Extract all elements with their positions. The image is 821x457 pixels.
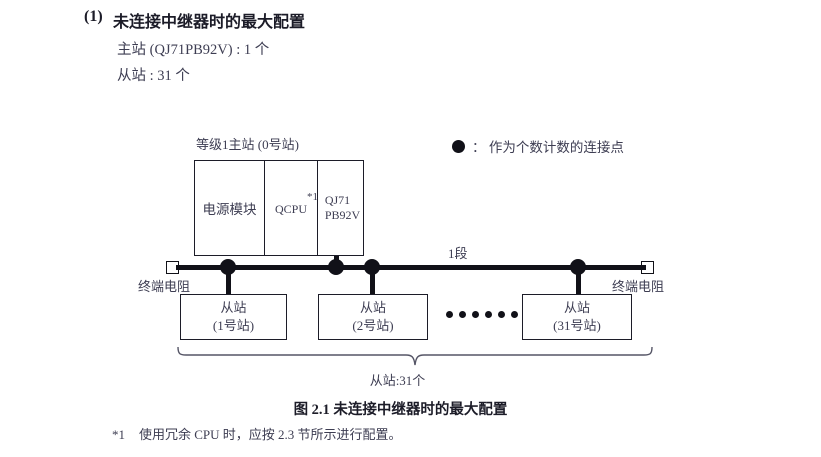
slave-station-number: (2号站) (352, 318, 394, 333)
power-module-label: 电源模块 (202, 202, 257, 217)
ellipsis-dot (485, 311, 492, 318)
master-station-rack: 电源模块 QCPU *1 QJ71 PB92V (194, 160, 364, 256)
ellipsis-dot (459, 311, 466, 318)
master-module-label-line2: PB92V (324, 208, 361, 222)
footnote-mark: *1 (112, 427, 125, 442)
master-network-module-cell: QJ71 PB92V (318, 161, 363, 255)
slave-range-brace (170, 346, 660, 373)
figure-caption: 图 2.1 未连接中继器时的最大配置 (293, 402, 508, 418)
bus-line (176, 265, 646, 270)
terminator-right-label: 终端电阻 (612, 279, 665, 294)
footnote: *1 使用冗余 CPU 时，应按 2.3 节所示进行配置。 (112, 424, 402, 443)
brace-label: 从站:31个 (369, 373, 426, 388)
master-module-label-line1: QJ71 (324, 193, 351, 207)
spec-master-count: 主站 (QJ71PB92V) : 1 个 (117, 42, 270, 58)
slave-station-box: 从站 (31号站) (522, 294, 632, 340)
legend: ： 作为个数计数的连接点 (452, 136, 624, 156)
slave-station-number: (31号站) (553, 318, 601, 333)
slave-drop-line (370, 267, 375, 294)
cpu-module-cell: QCPU *1 (265, 161, 318, 255)
terminator-left-label: 终端电阻 (138, 279, 191, 294)
spec-slave-count: 从站 : 31 个 (117, 68, 190, 84)
footnote-text: 使用冗余 CPU 时，应按 2.3 节所示进行配置。 (139, 427, 402, 442)
slave-drop-line (576, 267, 581, 294)
master-station-label: 等级1主站 (0号站) (196, 137, 299, 152)
slave-station-box: 从站 (1号站) (180, 294, 287, 340)
ellipsis-dot (498, 311, 505, 318)
connection-point-dot (328, 259, 344, 275)
filled-circle-icon (452, 139, 465, 153)
slave-station-name: 从站 (563, 300, 590, 316)
footnote-reference: *1 (307, 190, 318, 203)
slave-station-number: (1号站) (212, 318, 255, 333)
power-module-cell: 电源模块 (195, 161, 265, 255)
slave-station-box: 从站 (2号站) (318, 294, 428, 340)
slave-drop-line (226, 267, 231, 294)
cpu-module-label: QCPU (274, 201, 307, 216)
legend-label: ： 作为个数计数的连接点 (472, 140, 624, 155)
slave-station-name: 从站 (359, 300, 386, 316)
ellipsis-dot (511, 311, 518, 318)
page-title: 未连接中继器时的最大配置 (113, 14, 306, 31)
slave-station-name: 从站 (220, 300, 247, 316)
segment-label: 1段 (448, 246, 468, 261)
ellipsis-dot (472, 311, 479, 318)
heading-number: (1) (84, 8, 103, 25)
ellipsis-dot (446, 311, 453, 318)
ellipsis-dots (446, 311, 518, 318)
